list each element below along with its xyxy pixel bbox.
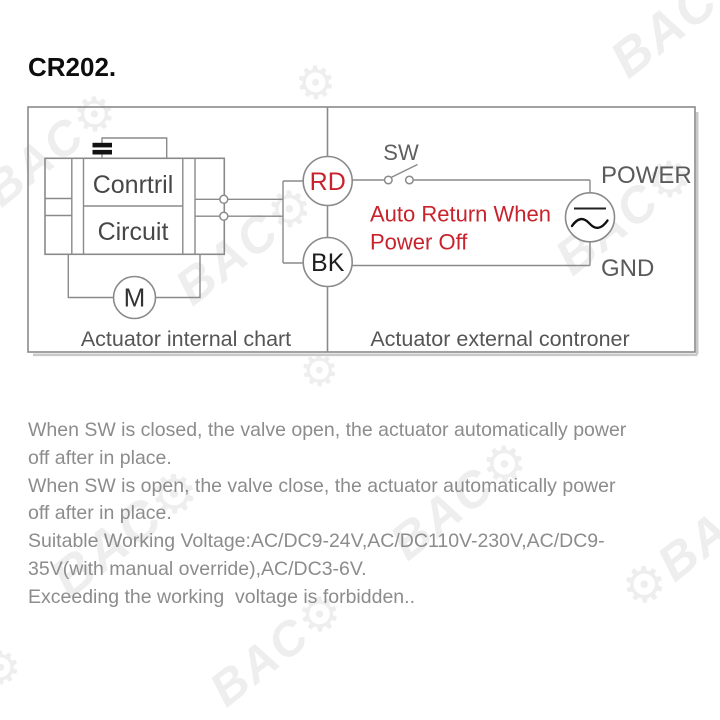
terminal-dot-top (219, 194, 229, 205)
bk-wire-label: BK (311, 249, 345, 277)
annotation-line1: Auto Return When (370, 202, 551, 227)
terminal-dot-bottom (219, 211, 229, 221)
capacitor-icon (92, 142, 112, 155)
note-line: When SW is open, the valve close, the ac… (28, 474, 616, 497)
note-line: off after in place. (28, 502, 172, 525)
rd-wire-label: RD (310, 168, 346, 196)
switch-label: SW (383, 140, 419, 165)
left-section-label: Actuator internal chart (81, 327, 291, 351)
power-label: POWER (601, 162, 692, 189)
motor-label: M (124, 283, 146, 313)
power-source-symbol (564, 192, 616, 243)
gnd-label: GND (601, 255, 654, 282)
page-title: CR202. (28, 52, 117, 82)
note-line: off after in place. (28, 446, 172, 469)
rd-wire-node (302, 155, 354, 207)
note-line: When SW is closed, the valve open, the a… (28, 419, 627, 441)
motor-symbol (112, 275, 157, 320)
switch-symbol (383, 163, 418, 185)
note-line: Suitable Working Voltage:AC/DC9-24V,AC/D… (28, 530, 605, 553)
bk-wire-node (302, 236, 354, 288)
right-section-label: Actuator external controner (370, 327, 629, 351)
control-label-line2: Circuit (98, 218, 169, 246)
notes-text: When SW is closed, the valve open, the a… (28, 417, 708, 612)
ac-sine-icon (570, 217, 609, 229)
annotation-line2: Power Off (370, 230, 468, 255)
control-label-line1: Conrtril (93, 171, 174, 199)
diagram-frame (27, 106, 696, 353)
note-line: 35V(with manual override),AC/DC3-6V. (28, 557, 367, 580)
wiring-diagram: Conrtril Circuit M (27, 106, 699, 357)
external-wiring (352, 179, 591, 267)
motor-wiring (67, 254, 201, 299)
note-line: Exceeding the working voltage is forbidd… (28, 585, 415, 608)
capacitor-wiring (101, 137, 168, 159)
terminal-wiring (228, 180, 303, 264)
